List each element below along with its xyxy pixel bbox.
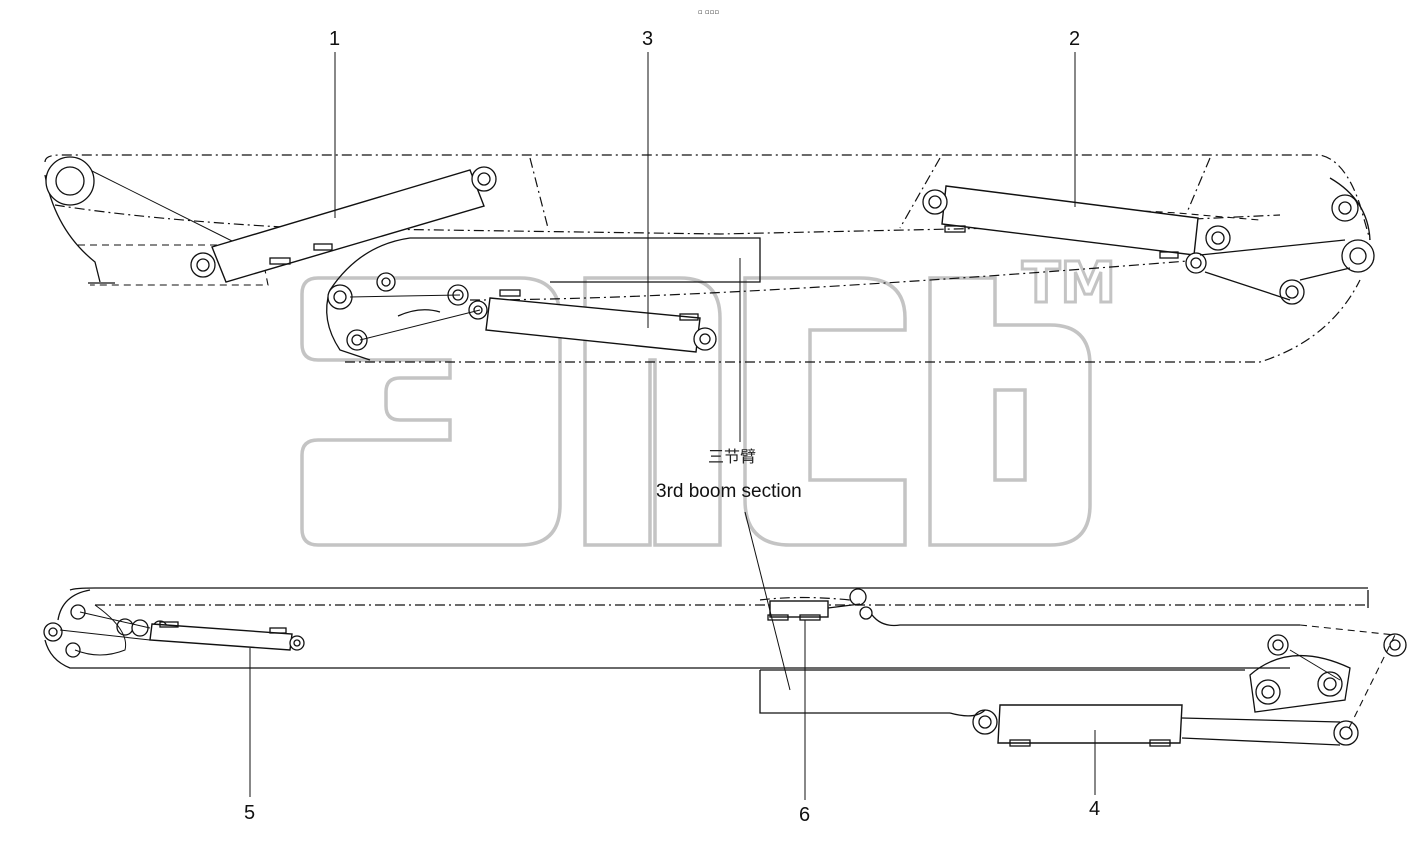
caption-chinese: 三节臂 <box>708 447 756 466</box>
callout-1: 1 <box>329 28 340 50</box>
callout-2: 2 <box>1069 28 1080 50</box>
callout-6: 6 <box>799 804 810 826</box>
callout-5: 5 <box>244 802 255 824</box>
watermark-logo: TM <box>300 250 1117 547</box>
callout-3: 3 <box>642 28 653 50</box>
upper-boom-assembly <box>44 154 1375 363</box>
callout-4: 4 <box>1089 798 1100 820</box>
caption-english: 3rd boom section <box>656 481 802 502</box>
header-mark: ▫ ▫▫▫ <box>698 8 719 16</box>
lower-boom-assembly <box>43 587 1407 747</box>
leader-lines <box>249 52 1096 800</box>
trademark-mark: TM <box>1022 251 1116 316</box>
